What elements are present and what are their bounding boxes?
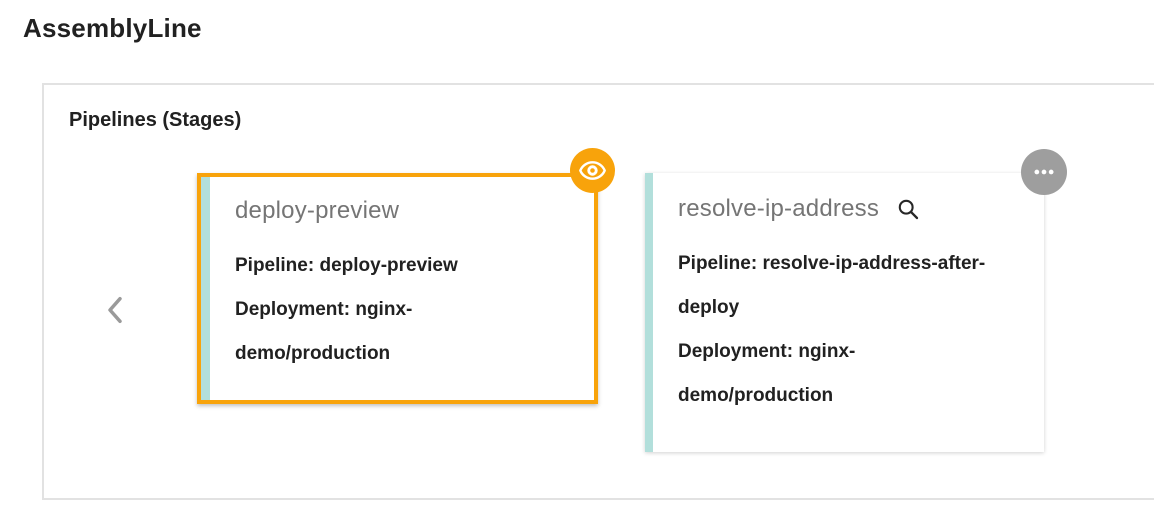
watch-stage-button[interactable]	[570, 148, 615, 193]
more-options-icon	[1031, 159, 1057, 185]
stage-details: Pipeline: resolve-ip-address-after-deplo…	[678, 242, 999, 418]
stage-card-deploy-preview[interactable]: deploy-preview Pipeline: deploy-preview …	[197, 173, 598, 404]
stage-more-options-button[interactable]	[1021, 149, 1067, 195]
stage-content: deploy-preview Pipeline: deploy-preview …	[235, 197, 580, 376]
search-icon	[896, 197, 920, 221]
stage-details: Pipeline: deploy-preview Deployment: ngi…	[235, 244, 556, 376]
stage-deployment-text: Deployment: nginx-demo/production	[235, 299, 413, 364]
stage-title: deploy-preview	[235, 197, 400, 224]
stage-content: resolve-ip-address Pipeline: resolve-ip-…	[678, 195, 1030, 418]
carousel-prev-button[interactable]	[94, 284, 138, 336]
panel-title: Pipelines (Stages)	[69, 109, 242, 131]
stage-pipeline-text: Pipeline: resolve-ip-address-after-deplo…	[678, 253, 986, 318]
stage-card-resolve-ip-address[interactable]: resolve-ip-address Pipeline: resolve-ip-…	[645, 173, 1044, 452]
chevron-left-icon	[100, 292, 132, 328]
stage-search-button[interactable]	[895, 196, 921, 222]
stage-deployment-text: Deployment: nginx-demo/production	[678, 341, 856, 406]
stage-pipeline-text: Pipeline: deploy-preview	[235, 255, 458, 276]
stage-title: resolve-ip-address	[678, 195, 880, 222]
page-title: AssemblyLine	[23, 13, 202, 43]
stage-status-strip	[201, 177, 210, 400]
eye-icon	[578, 156, 607, 185]
stage-status-strip	[645, 173, 653, 452]
